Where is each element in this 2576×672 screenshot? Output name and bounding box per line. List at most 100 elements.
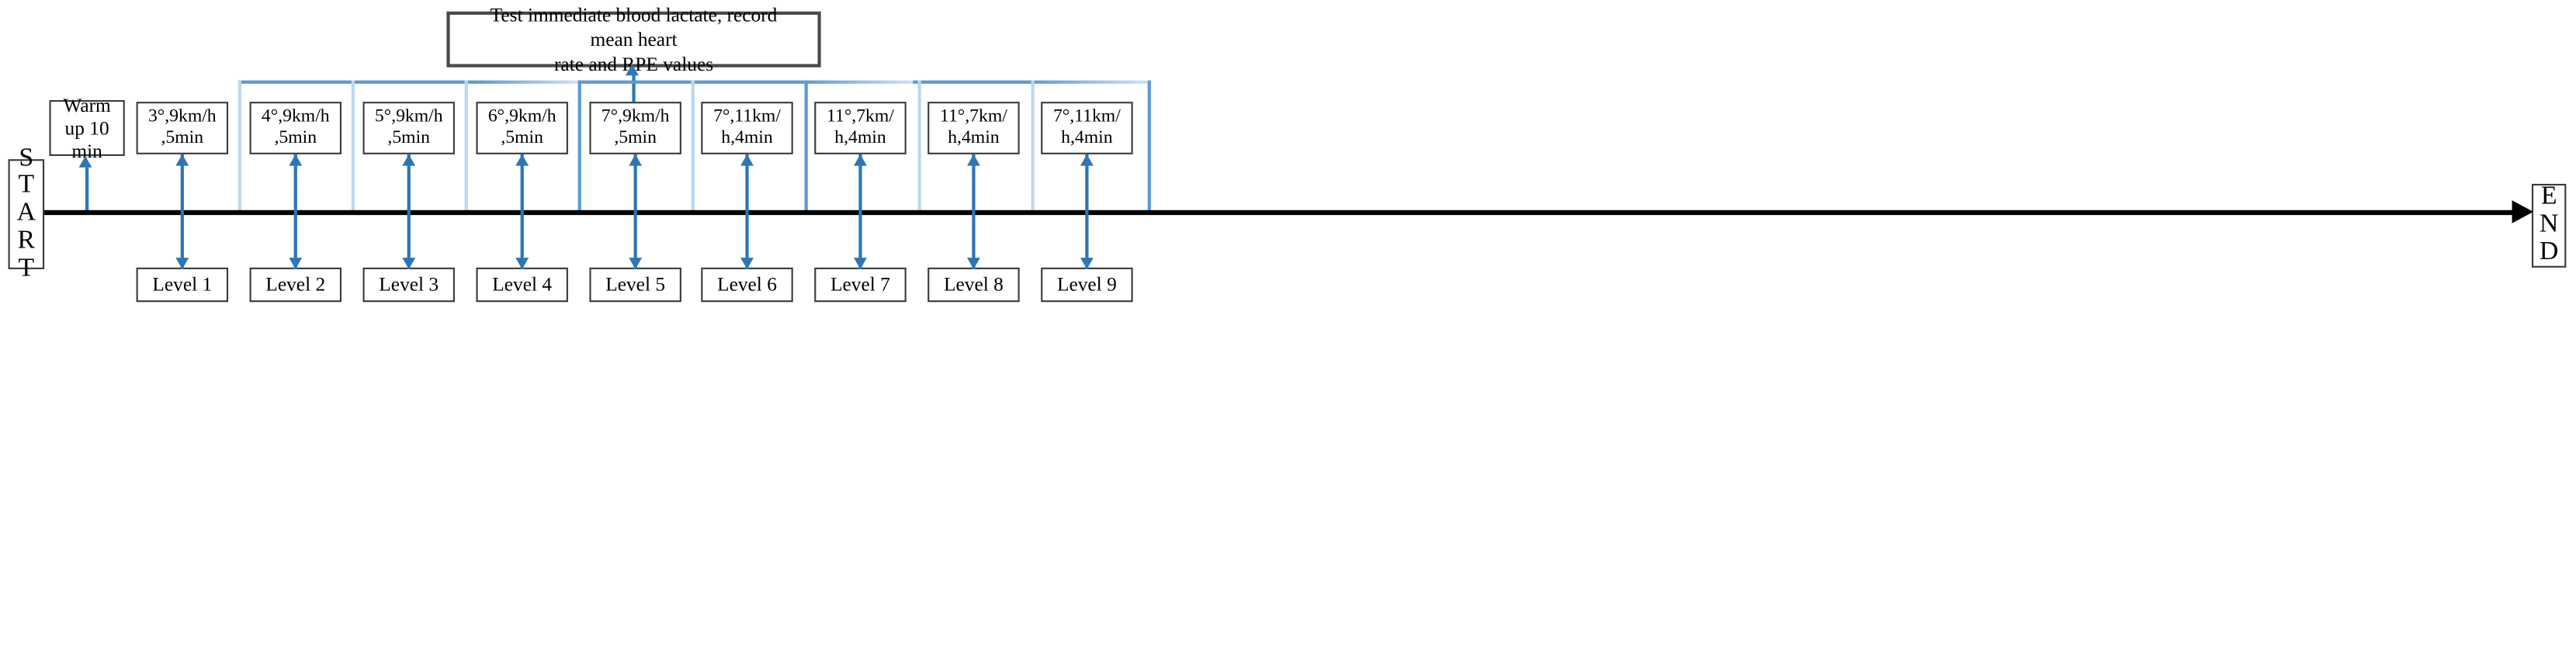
- stage-box-7: 11°,7km/h,4min: [814, 102, 907, 154]
- level-box-3: Level 3: [362, 267, 455, 303]
- level-label: Level 3: [379, 273, 439, 296]
- stage-line-2: h,4min: [948, 128, 1000, 148]
- connector-up-arrowhead-icon-1: [175, 154, 189, 166]
- stage-line-2: ,5min: [161, 128, 204, 148]
- stage-level-connector-3: [407, 154, 410, 269]
- stage-line-1: 7°,11km/: [1052, 106, 1121, 126]
- stage-box-2: 4°,9km/h,5min: [249, 102, 342, 154]
- bracket-divider-7: [917, 80, 921, 212]
- start-box: S T A R T: [8, 144, 45, 282]
- bracket-top-rail-segment-5: [913, 80, 1033, 84]
- start-letter: S: [19, 144, 34, 172]
- stage-level-connector-6: [745, 154, 748, 269]
- connector-up-arrowhead-icon-4: [515, 154, 529, 166]
- bracket-top-rail-segment-6: [1032, 80, 1148, 84]
- stage-line-2: ,5min: [387, 128, 431, 148]
- stage-line-1: 11°,7km/: [827, 106, 894, 126]
- stage-level-connector-1: [180, 154, 183, 269]
- note-line-1: Test immediate blood lactate, record mea…: [490, 2, 778, 50]
- stage-box-6: 7°,11km/h,4min: [701, 102, 793, 154]
- connector-down-arrowhead-icon-9: [1079, 258, 1093, 269]
- bracket-divider-5: [691, 80, 695, 212]
- stage-level-connector-4: [520, 154, 523, 269]
- stage-level-connector-9: [1085, 154, 1088, 269]
- level-box-8: Level 8: [927, 267, 1020, 303]
- stage-line-1: 4°,9km/h: [261, 106, 330, 126]
- connector-down-arrowhead-icon-6: [739, 258, 753, 269]
- stage-box-5: 7°,9km/h,5min: [589, 102, 681, 154]
- note-connector-line: [632, 74, 635, 117]
- bracket-divider-9: [1147, 80, 1151, 212]
- level-label: Level 9: [1056, 273, 1117, 296]
- stage-line-1: 3°,9km/h: [147, 106, 217, 126]
- bracket-divider-2: [351, 80, 355, 212]
- level-box-5: Level 5: [589, 267, 681, 303]
- connector-down-arrowhead-icon-1: [175, 258, 189, 269]
- connector-down-arrowhead-icon-7: [852, 258, 866, 269]
- level-label: Level 4: [492, 273, 553, 296]
- connector-down-arrowhead-icon-5: [628, 258, 642, 269]
- level-box-6: Level 6: [701, 267, 793, 303]
- note-box: Test immediate blood lactate, record mea…: [446, 2, 821, 74]
- bracket-top-rail-segment-2: [479, 80, 578, 84]
- connector-down-arrowhead-icon-3: [401, 258, 415, 269]
- connector-up-arrowhead-icon-5: [628, 154, 642, 166]
- level-box-1: Level 1: [136, 267, 229, 303]
- end-letter: E: [2540, 182, 2557, 211]
- level-box-9: Level 9: [1041, 267, 1133, 303]
- connector-down-arrowhead-icon-8: [966, 258, 979, 269]
- note-connector-arrowhead-icon: [625, 64, 639, 76]
- connector-up-arrowhead-icon-6: [739, 154, 753, 166]
- stage-line-2: ,5min: [501, 128, 543, 148]
- stage-level-connector-8: [972, 154, 975, 269]
- stage-line-1: 7°,9km/h: [601, 106, 670, 126]
- bracket-top-rail-segment-1: [237, 80, 480, 84]
- stage-line-2: h,4min: [1061, 128, 1113, 148]
- connector-down-arrowhead-icon-2: [288, 258, 302, 269]
- stage-line-1: 7°,11km/: [713, 106, 781, 126]
- bracket-top-rail-segment-4: [806, 80, 914, 84]
- level-label: Level 6: [717, 273, 777, 296]
- start-letter: T: [18, 171, 35, 199]
- warmup-label: Warm up 10 min: [63, 93, 111, 163]
- level-label: Level 2: [265, 273, 326, 296]
- level-box-2: Level 2: [249, 267, 342, 303]
- warmup-connector-arrowhead-icon: [78, 155, 92, 168]
- bracket-divider-3: [464, 80, 468, 212]
- stage-level-connector-7: [858, 154, 862, 269]
- warmup-box: Warm up 10 min: [49, 93, 125, 163]
- level-box-7: Level 7: [814, 267, 907, 303]
- stage-line-1: 5°,9km/h: [374, 106, 443, 126]
- end-letter: N: [2539, 210, 2559, 238]
- stage-box-8: 11°,7km/h,4min: [927, 102, 1020, 154]
- stage-level-connector-5: [633, 154, 636, 269]
- stage-box-4: 6°,9km/h,5min: [476, 102, 568, 154]
- stage-line-1: 11°,7km/: [940, 106, 1007, 126]
- level-label: Level 7: [830, 273, 890, 296]
- stage-level-connector-2: [293, 154, 296, 269]
- bracket-divider-6: [804, 80, 808, 212]
- start-letter: T: [18, 254, 35, 282]
- timeline-axis: [44, 210, 2527, 216]
- stage-box-9: 7°,11km/h,4min: [1041, 102, 1133, 154]
- level-label: Level 1: [152, 273, 213, 296]
- level-box-4: Level 4: [476, 267, 568, 303]
- connector-up-arrowhead-icon-7: [852, 154, 866, 166]
- end-letter: D: [2539, 237, 2559, 266]
- stage-line-2: ,5min: [614, 128, 657, 148]
- warmup-connector-line: [85, 167, 88, 214]
- bracket-divider-4: [577, 80, 581, 212]
- connector-up-arrowhead-icon-9: [1079, 154, 1093, 166]
- connector-up-arrowhead-icon-3: [401, 154, 415, 166]
- connector-up-arrowhead-icon-2: [288, 154, 302, 166]
- end-box: E N D: [2531, 182, 2567, 268]
- bracket-divider-8: [1031, 80, 1035, 212]
- stage-line-1: 6°,9km/h: [487, 106, 556, 126]
- stage-box-1: 3°,9km/h,5min: [136, 102, 229, 154]
- timeline-arrowhead-icon: [2512, 200, 2534, 223]
- connector-down-arrowhead-icon-4: [515, 258, 529, 269]
- stage-box-3: 5°,9km/h,5min: [362, 102, 455, 154]
- stage-line-2: ,5min: [274, 128, 317, 148]
- level-label: Level 8: [943, 273, 1004, 296]
